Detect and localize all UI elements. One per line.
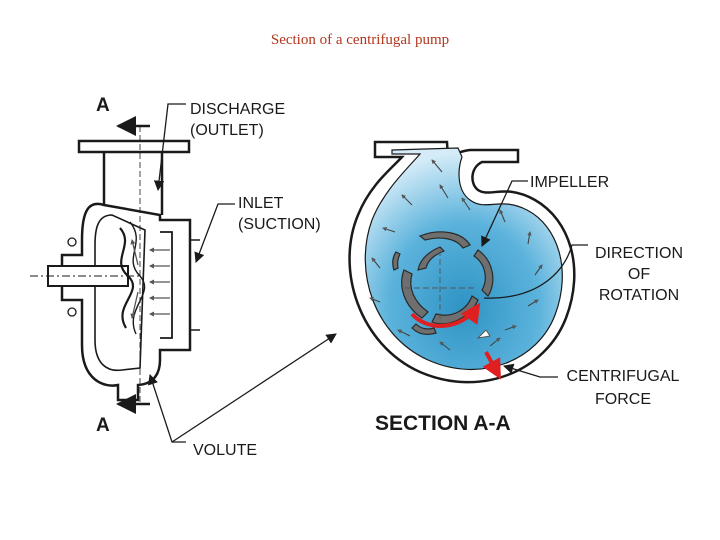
centrifugal-leader [503, 363, 558, 378]
direction-label-line3: ROTATION [599, 287, 679, 304]
section-view-pump [348, 140, 576, 384]
discharge-label-line2: (OUTLET) [190, 122, 264, 139]
rotation-leader [483, 244, 588, 299]
side-view-pump [30, 116, 200, 414]
centrifugal-label-line2: FORCE [595, 391, 651, 408]
direction-label-line2: OF [628, 266, 650, 283]
volute-leader-side [147, 374, 186, 443]
inlet-label-line2: (SUCTION) [238, 216, 321, 233]
section-mark-bottom: A [96, 415, 110, 436]
inlet-label-line1: INLET [238, 195, 284, 212]
volute-label: VOLUTE [193, 442, 257, 459]
impeller-leader [481, 180, 528, 247]
discharge-leader [153, 103, 186, 192]
discharge-label-line1: DISCHARGE [190, 101, 285, 118]
volute-leader-section [171, 333, 337, 443]
impeller-label: IMPELLER [530, 174, 609, 191]
slide-title: Section of a centrifugal pump [270, 32, 450, 48]
inlet-leader [194, 203, 235, 263]
section-caption: SECTION A-A [375, 412, 511, 435]
direction-label-line1: DIRECTION [595, 245, 683, 262]
section-mark-top: A [96, 95, 110, 116]
centrifugal-label-line1: CENTRIFUGAL [567, 368, 680, 385]
